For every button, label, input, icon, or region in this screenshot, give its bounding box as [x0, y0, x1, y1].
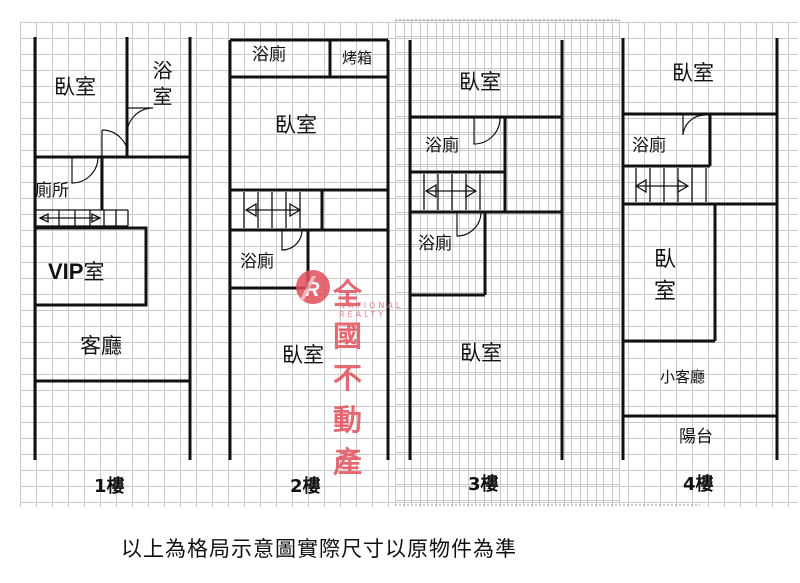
- floor-4-small-living-label: 小客廳: [660, 368, 706, 386]
- floor-2-walls: [228, 38, 390, 460]
- floor-1-living-label: 客廳: [80, 334, 122, 358]
- floor-1-toilet-label: 廁所: [35, 181, 69, 201]
- floor-1-bath-label: 浴室: [149, 60, 173, 112]
- floor-4-bedroom-top-label: 臥室: [672, 61, 714, 85]
- floor-3-stairs: [423, 174, 481, 210]
- floor-1-vip-room-label: VIP室: [48, 261, 104, 283]
- floor-4-walls: [621, 38, 779, 460]
- floor-3-bedroom-bottom-label: 臥室: [460, 341, 502, 365]
- floor-3-bath-mid-label: 浴廁: [418, 234, 452, 254]
- floor-4-title: 4樓: [683, 474, 714, 495]
- watermark-title: 全國不動產: [333, 277, 364, 479]
- floor-1-stairs: [36, 209, 129, 227]
- floor-2-bedroom-bottom-label: 臥室: [282, 343, 324, 367]
- floor-3-bedroom-top-label: 臥室: [459, 70, 501, 94]
- floor-1-bedroom-label: 臥室: [54, 75, 96, 99]
- floor-4-stairs: [634, 168, 707, 202]
- floor-3-walls: [408, 40, 564, 460]
- floor-4-bath-label: 浴廁: [632, 136, 666, 156]
- floor-1-walls: [33, 37, 192, 460]
- vip-prefix: VIP: [48, 259, 84, 284]
- floor-2-title: 2樓: [290, 476, 321, 497]
- floor-2-stairs: [243, 192, 302, 228]
- floor-2-bedroom-top-label: 臥室: [275, 113, 317, 137]
- floor-2-bath-top-label: 浴廁: [252, 45, 286, 65]
- floor-2-oven-label: 烤箱: [342, 49, 373, 67]
- floor-4-bedroom-mid-label: 臥室: [650, 247, 675, 311]
- floor-4-balcony-label: 陽台: [679, 427, 713, 447]
- floor-1-title: 1樓: [94, 476, 125, 497]
- footer-note: 以上為格局示意圖實際尺寸以原物件為準: [121, 537, 517, 561]
- vip-suffix: 室: [83, 260, 105, 284]
- watermark-subtitle: NATIONAL REALTY: [339, 301, 404, 319]
- grid-background-overlay: [395, 20, 620, 505]
- watermark-logo-icon: R: [296, 270, 330, 304]
- floor-3-bath-top-label: 浴廁: [425, 136, 459, 156]
- floor-3-title: 3樓: [468, 474, 499, 495]
- floor-2-bath-mid-label: 浴廁: [240, 252, 274, 272]
